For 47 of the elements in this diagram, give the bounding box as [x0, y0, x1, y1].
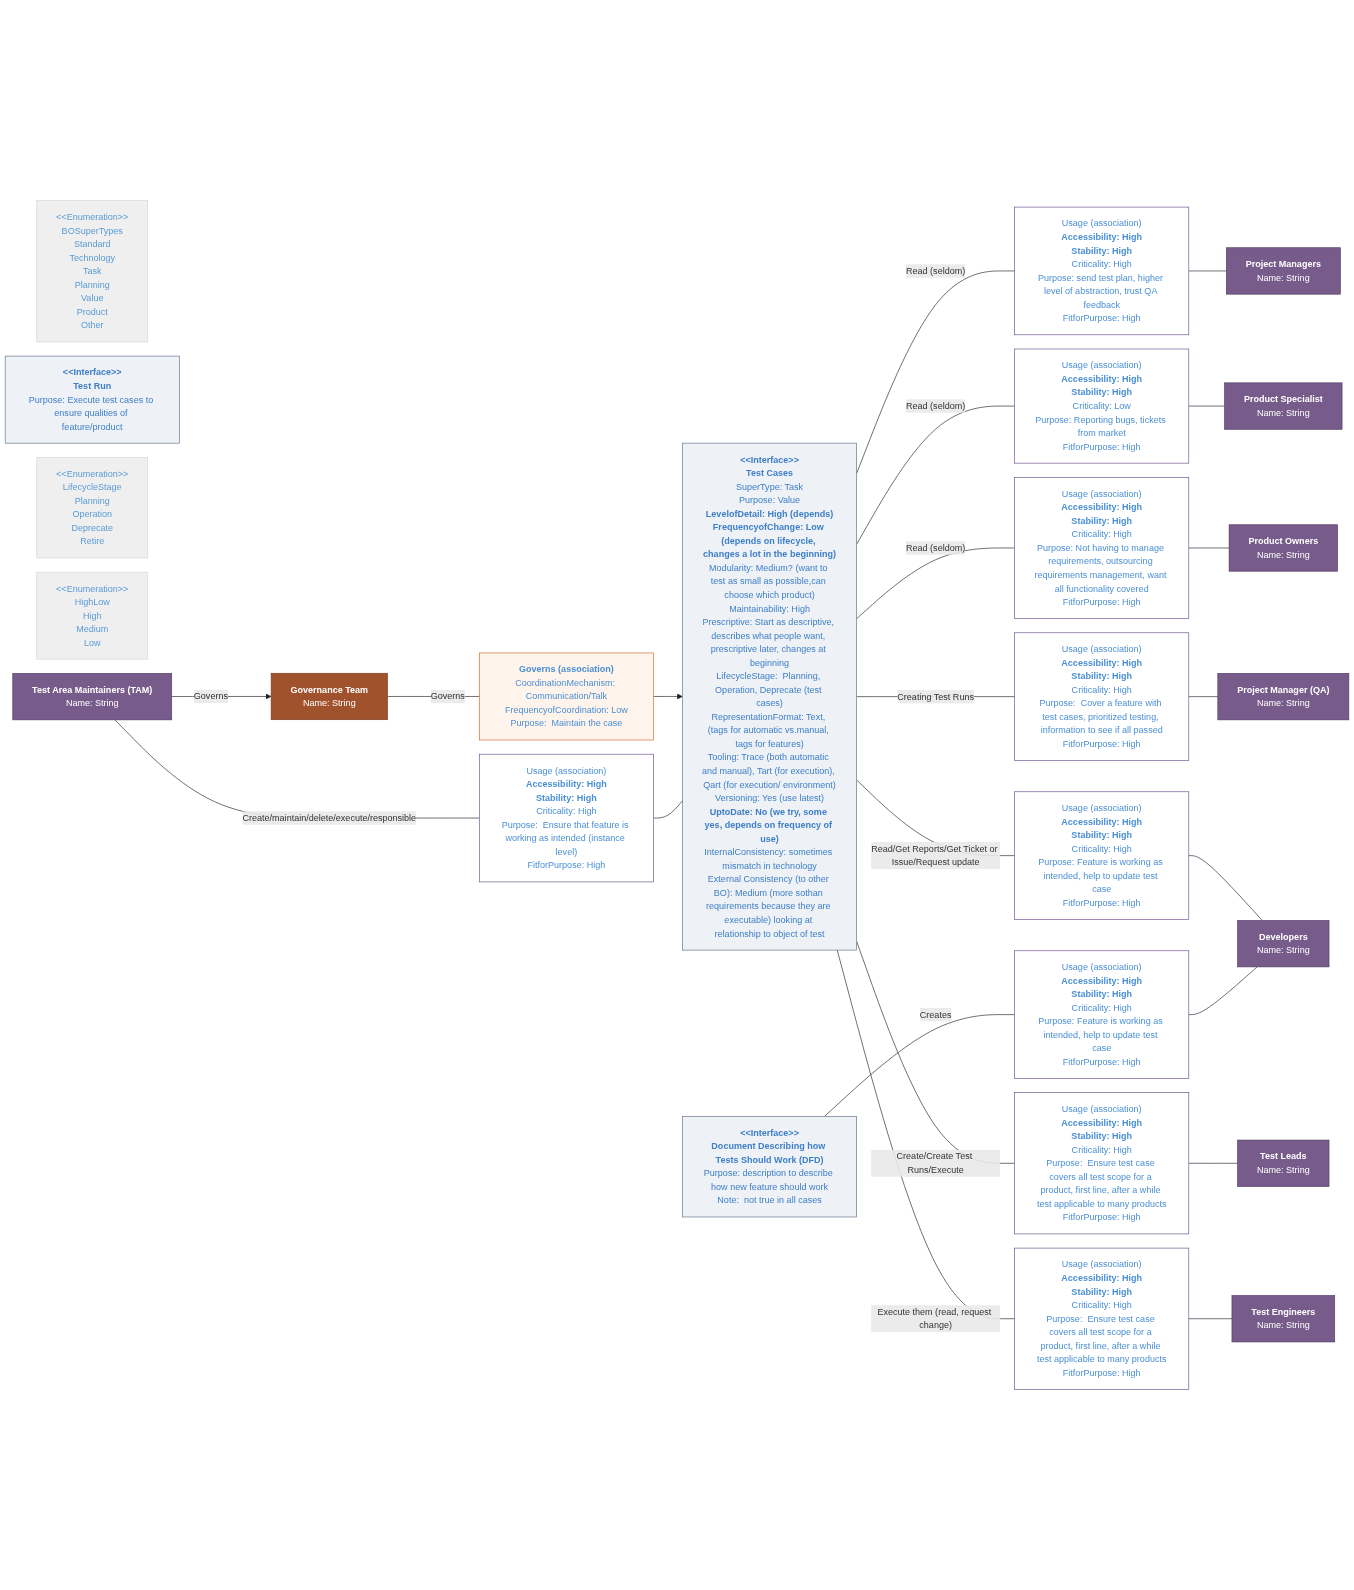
connector — [1188, 696, 1219, 697]
node-box: <<Enumeration>> BOSuperTypes Standard Technology Task Planning Value Product Other — [36, 200, 149, 343]
edge-label: Create/maintain/delete/execute/responsible — [242, 812, 417, 823]
node-box: <<Interface>> Document Describing how Tests Should Work (DFD) Purpose: description to describe how new feature should work Note: not true in all cases — [682, 1116, 857, 1218]
edge-label: Read (seldom) — [906, 542, 966, 553]
node-box: <<Interface>> Test Cases SuperType: Task Purpose: Value LevelofDetail: High (depends) FrequencyofChange: Low (depends on lifecycle, changes a lot in the beginning) Modularity: Medium? (want to test as small as possible,can choose which product) Maintainability: High Prescriptive: Start as descriptive, describes what people want, prescriptive later, changes at beginning LifecycleStage: Planning, Operation, Deprecate (test cases) RepresentationFormat: Text, (tags for automatic vs.manual, tags for features) Tooling: Trace (both automatic and manual), Tart (for execution), Qart (for execution/ environment) Versioning: Yes (use latest) UptoDate: No (we try, some yes, depends on frequency of use) InternalConsistency: sometimes mismatch in technology External Consistency (to other BO): Medium (more sothan requirements because they are executable) looking at relationship to object of test — [682, 442, 857, 951]
node-box: Developers Name: String — [1237, 920, 1330, 968]
node-box: Usage (association) Accessibility: High Stability: High Criticality: High Purpose: Not having to manage requirements, outsourcing requirements management, want all functionality covered FitforPurpose: High — [1014, 477, 1190, 619]
node-box: Test Engineers Name: String — [1231, 1295, 1336, 1343]
node-box: Governance Team Name: String — [270, 672, 388, 721]
edge-label: Governs — [430, 691, 465, 702]
node-box: Usage (association) Accessibility: High Stability: High Criticality: High Purpose: Feature is working as intended, help to update test case FitforPurpose: High — [1014, 791, 1190, 920]
connector — [1188, 855, 1263, 921]
node-box: Test Leads Name: String — [1237, 1139, 1330, 1187]
edge-label: Read (seldom) — [906, 265, 966, 276]
node-box: Product Specialist Name: String — [1224, 382, 1343, 430]
node-box: Usage (association) Accessibility: High Stability: High Criticality: High Purpose: Ensure test case covers all test scope for a product, first line, after a while test applicable to many products FitforPurpose: High — [1014, 1247, 1190, 1390]
connector — [824, 1014, 1015, 1117]
edge-label: Create/Create Test Runs/Execute — [896, 1151, 973, 1175]
edge-label: Read/Get Reports/Get Ticket or Issue/Request update — [871, 843, 998, 868]
node-box: Usage (association) Accessibility: High Stability: High Criticality: High Purpose: send test plan, higher level of abstraction, trust QA feedback FitforPurpose: High — [1014, 206, 1190, 336]
connector — [1188, 1162, 1238, 1164]
node-box: Usage (association) Accessibility: High Stability: High Criticality: High Purpose: Ensure test case covers all test scope for a product, first line, after a while test applicable to many products FitforPurpose: High — [1014, 1092, 1190, 1235]
node-box: Governs (association) CoordinationMechanism: Communication/Talk FrequencyofCoordination: Low Purpose: Maintain the case — [479, 652, 654, 741]
connector — [856, 270, 1015, 474]
edge-label: Creating Test Runs — [897, 691, 974, 702]
connector — [1188, 966, 1258, 1015]
node-box: <<Interface>> Test Run Purpose: Execute test cases to ensure qualities of feature/product — [4, 355, 180, 444]
node-box: Usage (association) Accessibility: High Stability: High Criticality: High Purpose: Ensure that feature is working as intended (instance level) FitforPurpose: High — [479, 753, 654, 883]
node-box: Usage (association) Accessibility: High Stability: High Criticality: High Purpose: Cover a feature with test cases, prioritized testing, information to see if all passed FitforPurpose: High — [1014, 632, 1190, 761]
node-box: Usage (association) Accessibility: High Stability: High Criticality: Low Purpose: Reporting bugs, tickets from market FitforPurpose: High — [1014, 348, 1190, 464]
node-box: Usage (association) Accessibility: High Stability: High Criticality: High Purpose: Feature is working as intended, help to update test case FitforPurpose: High — [1014, 950, 1190, 1079]
edge-label: Creates — [919, 1009, 952, 1020]
node-box: Project Manager (QA) Name: String — [1217, 673, 1350, 721]
node-box: Test Area Maintainers (TAM) Name: String — [12, 673, 173, 721]
edge-label: Governs — [193, 691, 228, 702]
node-box: <<Enumeration>> HighLow High Medium Low — [36, 571, 149, 660]
node-box: Project Managers Name: String — [1226, 247, 1341, 295]
edge-label: Read (seldom) — [906, 400, 966, 411]
connector — [653, 800, 683, 819]
connector — [856, 547, 1015, 620]
node-box: <<Enumeration>> LifecycleStage Planning Operation Deprecate Retire — [36, 457, 149, 559]
connector — [836, 949, 1015, 1320]
node-box: Product Owners Name: String — [1228, 524, 1338, 572]
connector — [1188, 270, 1227, 272]
connector — [856, 405, 1015, 545]
edge-label: Execute them (read, request change) — [877, 1306, 992, 1331]
